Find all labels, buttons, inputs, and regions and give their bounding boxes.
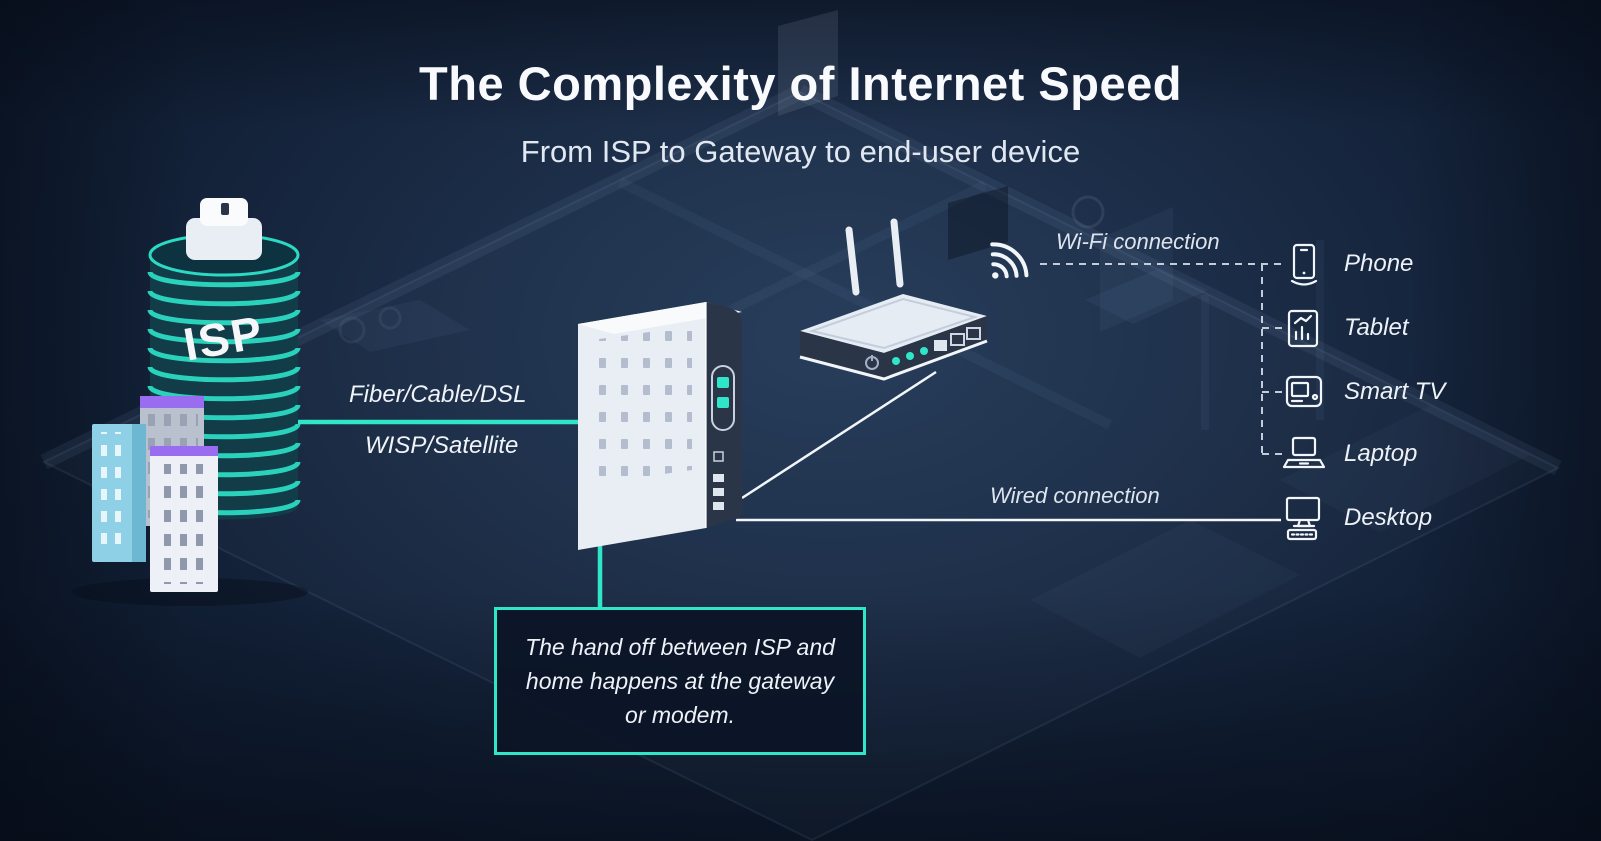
laptop-icon <box>1282 436 1326 469</box>
gateway-callout-box: The hand off between ISP and home happen… <box>494 607 866 755</box>
modem-router-line <box>741 370 937 500</box>
desktop-icon <box>1285 496 1321 541</box>
device-row-smart-tv: Smart TV <box>1280 368 1445 416</box>
modem-gateway-illustration <box>578 302 742 550</box>
city-buildings <box>92 396 218 592</box>
device-label-smart-tv: Smart TV <box>1344 378 1446 405</box>
wired-connection-label: Wired connection <box>990 483 1160 508</box>
device-label-desktop: Desktop <box>1344 504 1433 531</box>
device-label-laptop: Laptop <box>1344 440 1418 467</box>
floorplan-background <box>40 10 1562 841</box>
wifi-connection-label: Wi-Fi connection <box>1056 229 1220 254</box>
wifi-dashed-line <box>1040 263 1282 455</box>
tablet-icon <box>1287 309 1319 348</box>
gateway-callout-text: The hand off between ISP and home happen… <box>525 634 835 728</box>
device-row-laptop: Laptop <box>1280 430 1417 478</box>
isp-building-illustration: ISP <box>72 198 308 606</box>
device-row-phone: Phone <box>1280 240 1413 288</box>
router-antennas <box>845 218 904 296</box>
link-label-wisp: WISP/Satellite <box>365 432 519 459</box>
link-label-fiber: Fiber/Cable/DSL <box>349 381 527 408</box>
page-title: The Complexity of Internet Speed <box>419 57 1182 110</box>
wifi-router-illustration <box>799 218 988 381</box>
device-row-tablet: Tablet <box>1280 304 1409 352</box>
device-row-desktop: Desktop <box>1280 494 1432 542</box>
smart-tv-icon <box>1285 375 1323 408</box>
connection-lines <box>296 263 1282 609</box>
device-label-phone: Phone <box>1344 250 1414 277</box>
wifi-signal-icon <box>990 242 1029 279</box>
device-label-tablet: Tablet <box>1344 314 1409 341</box>
page-subtitle: From ISP to Gateway to end-user device <box>520 134 1081 169</box>
phone-icon <box>1290 243 1318 286</box>
